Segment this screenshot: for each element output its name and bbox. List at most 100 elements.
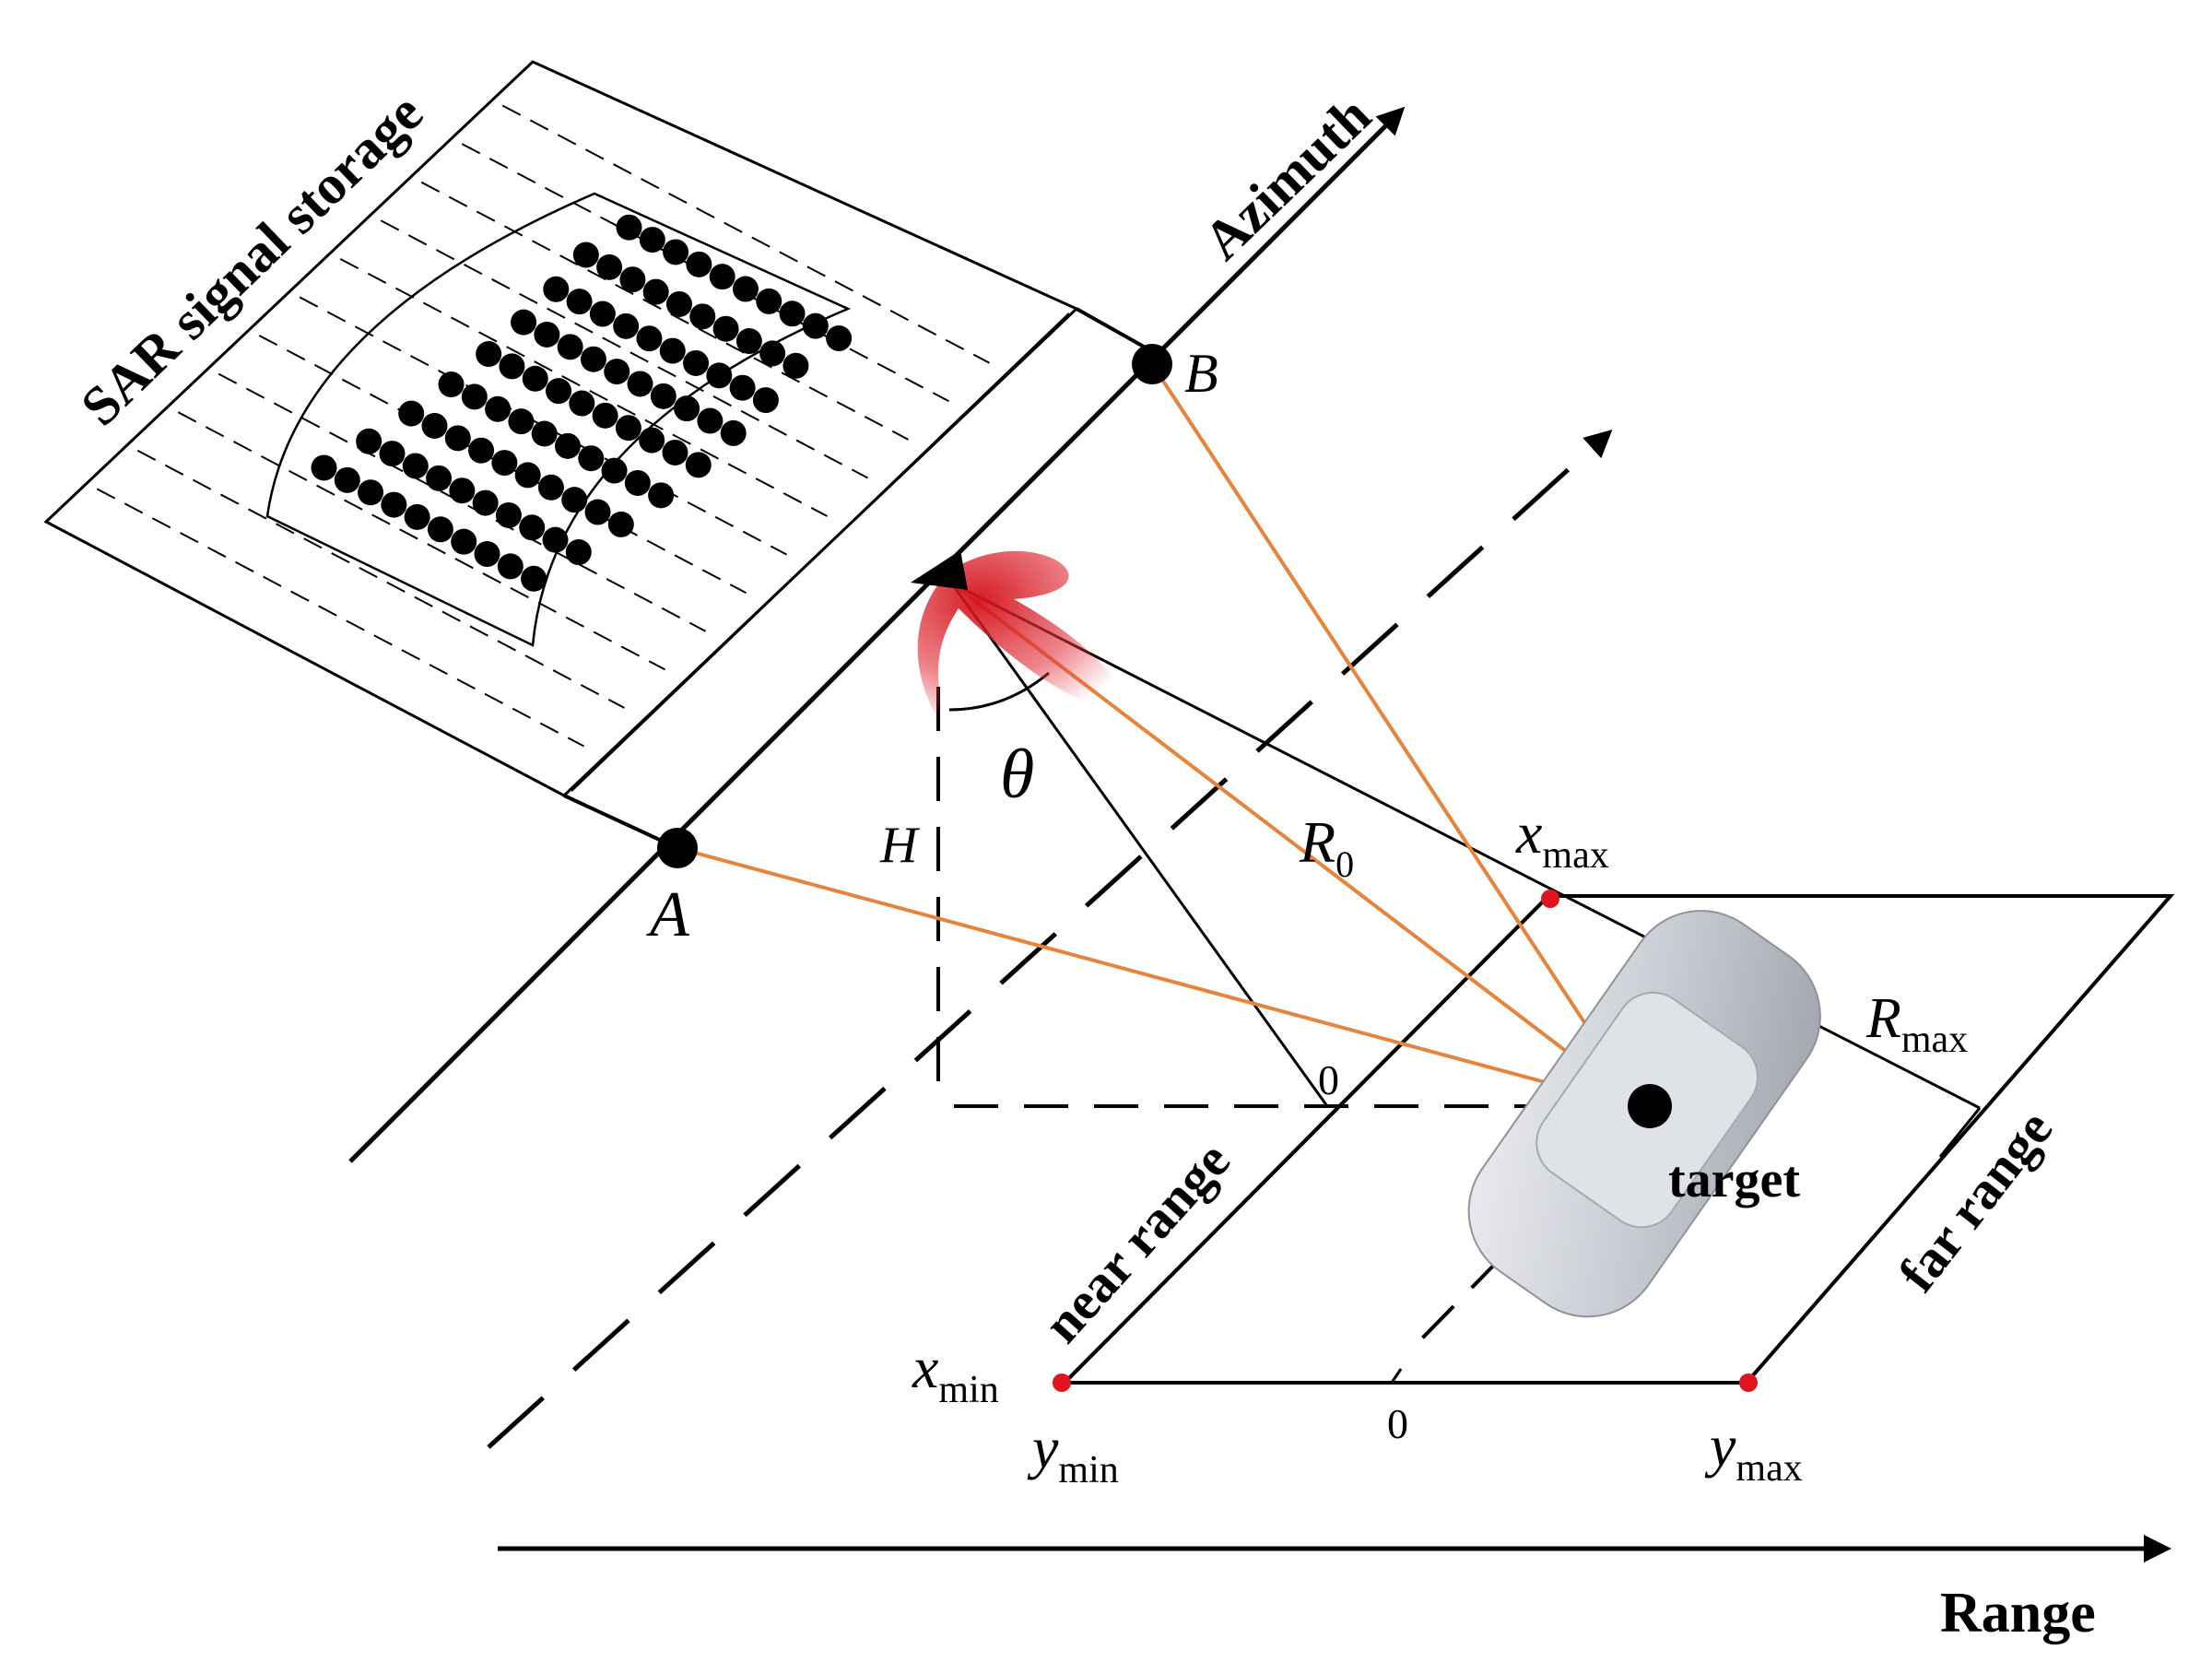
signal-dot (497, 553, 524, 580)
corner-points (1053, 890, 1758, 1392)
signal-dot (580, 346, 606, 372)
storage-dash-line (96, 488, 584, 748)
r0-label: R0 (1299, 809, 1354, 885)
signal-dot (683, 349, 710, 376)
theta-label: θ (1000, 736, 1034, 813)
signal-dot (604, 359, 630, 385)
signal-dot (566, 289, 593, 315)
signal-dot (537, 474, 564, 501)
signal-dot (782, 352, 809, 379)
signal-dot (499, 353, 525, 380)
signal-dot (511, 309, 537, 336)
signal-dot (636, 325, 663, 352)
origin-upper-label: 0 (1318, 1056, 1339, 1103)
signal-dot (674, 395, 700, 422)
signal-dot (650, 383, 677, 409)
signal-dot (485, 395, 512, 422)
range-label: Range (1940, 1582, 2096, 1644)
signal-dot (358, 479, 384, 506)
signal-dot (534, 321, 560, 348)
slant-range-rays (677, 362, 1642, 1110)
storage-dash-line (258, 335, 747, 595)
signal-dot (685, 452, 712, 478)
azimuth-axis (348, 106, 1406, 1163)
signal-dot (697, 407, 724, 434)
signal-dot (554, 432, 581, 459)
ground-track-dashed (487, 429, 1613, 1449)
storage-dash-line (177, 411, 665, 671)
signal-dot (474, 541, 500, 568)
signal-dot (735, 328, 762, 355)
signal-dot (779, 301, 806, 327)
signal-dot (444, 425, 471, 452)
storage-label: SAR signal storage (69, 82, 434, 438)
signal-dot (379, 441, 406, 467)
signal-dot (521, 565, 547, 592)
signal-dot (519, 514, 546, 541)
signal-dot (356, 428, 382, 454)
xmax-label: xmax (1515, 800, 1609, 877)
signal-dot (427, 516, 453, 543)
signal-dot (607, 511, 634, 537)
signal-dot (421, 412, 448, 439)
point-b-marker (1132, 344, 1172, 384)
signal-dot (426, 465, 453, 491)
signal-dot (752, 387, 779, 414)
signal-dot (381, 491, 407, 518)
signal-dot (543, 276, 570, 302)
signal-dot (514, 462, 541, 489)
signal-dot (508, 408, 535, 435)
signal-dot (659, 337, 686, 364)
signal-dot (468, 437, 495, 464)
signal-dot (756, 288, 782, 314)
signal-dot (706, 362, 733, 389)
signal-dot (461, 383, 488, 410)
signal-dot (648, 482, 675, 509)
signal-dot (491, 450, 518, 477)
signal-dot (578, 445, 605, 472)
signal-dot (495, 501, 522, 528)
signal-dot (619, 266, 646, 293)
signal-dot (639, 227, 665, 253)
target-vehicle (1467, 910, 1821, 1318)
signal-dot (720, 419, 747, 446)
signal-dot (712, 315, 739, 342)
signal-storage-panel (43, 60, 1151, 850)
signal-dot (596, 253, 623, 280)
signal-dot (663, 239, 689, 265)
signal-dot (404, 503, 430, 530)
signal-dot (601, 457, 628, 484)
signal-dot (472, 489, 499, 516)
signal-dot (624, 469, 651, 496)
far-range-label: far range (1887, 1099, 2064, 1302)
point-a-label: A (646, 879, 689, 950)
signal-dot (616, 214, 642, 241)
signal-dot (542, 526, 569, 553)
storage-dash-line (299, 296, 787, 556)
signal-dot (732, 276, 759, 302)
signal-dot (522, 365, 548, 392)
storage-dash-line (420, 181, 909, 441)
xmin-label: xmin (912, 1335, 999, 1411)
signal-dot (615, 415, 641, 442)
ymax-label: ymax (1704, 1413, 1803, 1490)
point-a-marker (657, 828, 698, 868)
storage-dashed-lines (96, 104, 990, 748)
signal-dot (557, 334, 583, 360)
signal-dot (438, 371, 465, 398)
signal-dot (639, 427, 665, 454)
signal-dot (729, 374, 756, 401)
signal-dot (546, 378, 572, 405)
signal-dot (709, 264, 735, 290)
signal-dot (802, 312, 829, 339)
signal-dot (826, 325, 853, 352)
storage-divider-line (571, 312, 1070, 792)
signal-dot (311, 454, 337, 481)
radar-platform (911, 550, 1126, 714)
signal-dot (572, 242, 599, 268)
signal-dot (686, 251, 712, 277)
rmax-label: Rmax (1865, 987, 1968, 1061)
azimuth-label: Azimuth (1192, 85, 1382, 272)
signal-dot (569, 390, 595, 417)
point-b-label: B (1184, 343, 1218, 404)
